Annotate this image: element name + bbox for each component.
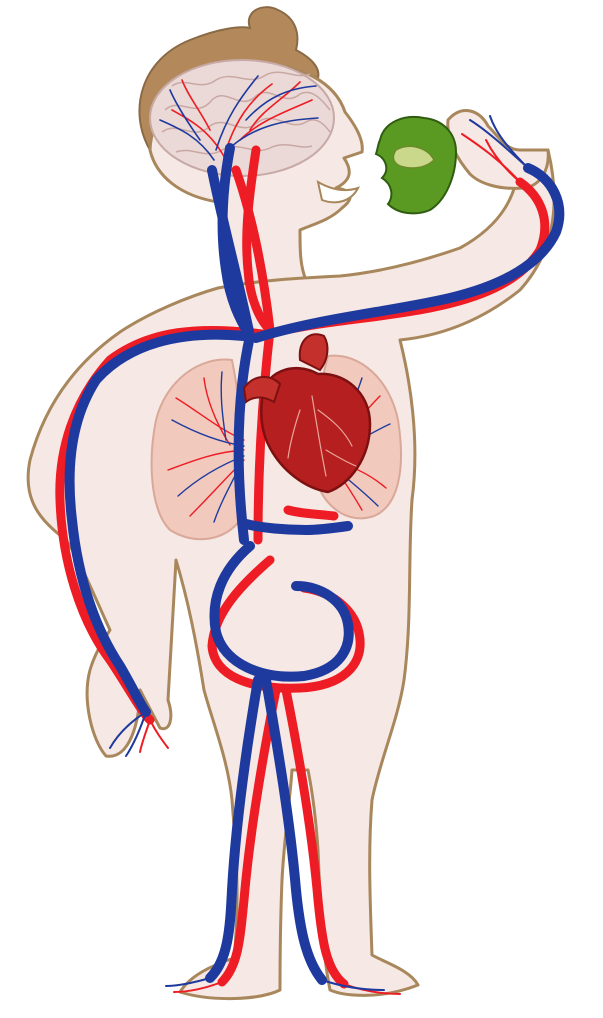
brain — [150, 60, 334, 176]
brain-icon — [150, 60, 334, 176]
hand — [448, 111, 548, 189]
apple-icon — [376, 117, 456, 213]
